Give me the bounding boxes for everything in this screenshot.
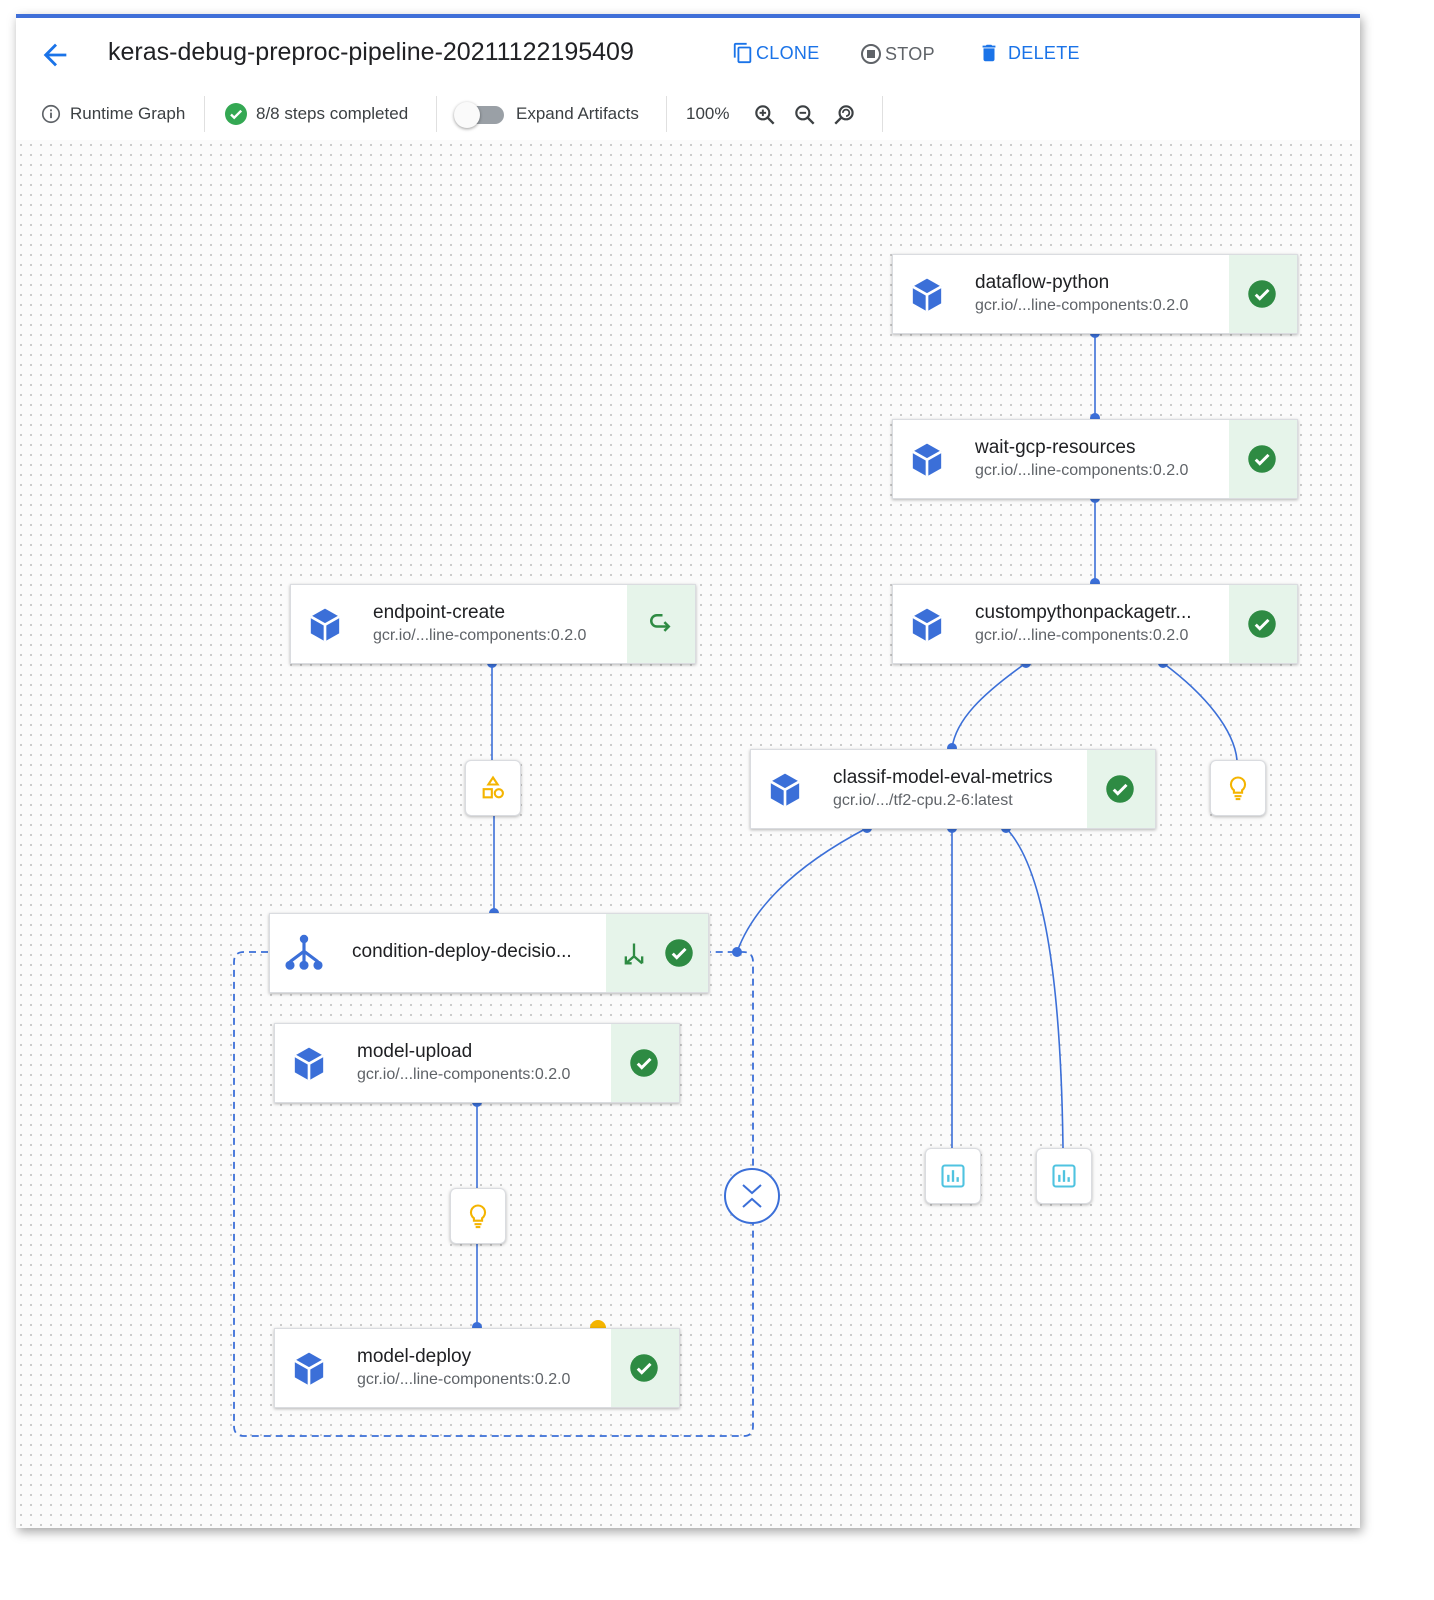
- check-circle-icon: [225, 103, 247, 125]
- zoom-reset-icon[interactable]: [832, 102, 858, 128]
- delete-button[interactable]: DELETE: [978, 42, 1080, 64]
- page-title: keras-debug-preproc-pipeline-20211122195…: [108, 38, 634, 66]
- cube-icon: [912, 278, 942, 312]
- node-status: [1229, 255, 1297, 333]
- node-name: model-deploy: [357, 1346, 472, 1367]
- node-name: endpoint-create: [373, 602, 506, 623]
- node-name: classif-model-eval-metrics: [833, 767, 1053, 788]
- lightbulb-icon: [1229, 776, 1247, 801]
- check-circle-icon: [1248, 445, 1276, 473]
- runtime-graph-tab[interactable]: Runtime Graph: [40, 88, 185, 140]
- node-dataflow-python[interactable]: dataflow-python gcr.io/...line-component…: [892, 254, 1298, 334]
- zoom-out-icon[interactable]: [792, 102, 818, 128]
- bar-chart-icon: [1052, 1164, 1076, 1188]
- cube-icon: [310, 608, 340, 642]
- toolbar-divider: [204, 96, 205, 132]
- toolbar-divider: [882, 96, 883, 132]
- pipeline-graph-canvas[interactable]: dataflow-python gcr.io/...line-component…: [16, 140, 1360, 1528]
- trash-icon: [982, 44, 996, 62]
- node-image: gcr.io/.../tf2-cpu.2-6:latest: [833, 792, 1013, 809]
- back-arrow-icon[interactable]: [38, 38, 72, 72]
- artifact-uploaded-model[interactable]: [450, 1188, 506, 1244]
- edge-classif-to-metrics-2: [1005, 827, 1064, 1149]
- node-classif-model-eval-metrics[interactable]: classif-model-eval-metrics gcr.io/.../tf…: [750, 749, 1156, 829]
- pipeline-run-window: keras-debug-preproc-pipeline-20211122195…: [16, 14, 1360, 1528]
- expand-artifacts-toggle[interactable]: [454, 102, 504, 128]
- node-status: [627, 585, 695, 663]
- node-image: gcr.io/...line-components:0.2.0: [975, 462, 1189, 479]
- steps-status-text: 8/8 steps completed: [256, 104, 409, 123]
- node-custompythonpackage[interactable]: custompythonpackagetr... gcr.io/...line-…: [892, 584, 1298, 664]
- check-circle-icon: [630, 1049, 658, 1077]
- node-condition-deploy-decision[interactable]: condition-deploy-decisio...: [269, 913, 709, 993]
- node-name: dataflow-python: [975, 272, 1110, 293]
- node-status: [1229, 420, 1297, 498]
- node-name: custompythonpackagetr...: [975, 602, 1192, 623]
- node-image: gcr.io/...line-components:0.2.0: [373, 627, 587, 644]
- header-bar: keras-debug-preproc-pipeline-20211122195…: [16, 18, 1360, 89]
- graph-toolbar: Runtime Graph 8/8 steps completed Expand…: [16, 88, 1360, 141]
- node-status: [611, 1329, 679, 1407]
- node-status: [611, 1024, 679, 1102]
- cached-arrow-icon: [650, 614, 671, 632]
- cube-icon: [294, 1352, 324, 1386]
- artifact-metrics-2[interactable]: [1036, 1148, 1092, 1204]
- copy-icon: [733, 42, 752, 64]
- edge-custom-to-classif: [951, 662, 1027, 749]
- branch-icon: [285, 934, 323, 970]
- node-name: wait-gcp-resources: [975, 437, 1136, 458]
- check-circle-icon: [1106, 775, 1134, 803]
- edge-custom-to-model-artifact: [1162, 662, 1238, 761]
- node-name: condition-deploy-decisio...: [352, 941, 572, 962]
- zoom-level: 100%: [686, 104, 730, 123]
- toolbar-divider: [666, 96, 667, 132]
- stop-circle-icon: [861, 44, 881, 64]
- node-status: [1229, 585, 1297, 663]
- stop-button[interactable]: STOP: [859, 42, 935, 66]
- condition-group-boundary: [233, 951, 754, 1437]
- cube-icon: [912, 608, 942, 642]
- cube-icon: [294, 1047, 324, 1081]
- node-image: gcr.io/...line-components:0.2.0: [975, 297, 1189, 314]
- check-circle-icon: [1248, 610, 1276, 638]
- check-circle-icon: [630, 1354, 658, 1382]
- bar-chart-icon: [941, 1164, 965, 1188]
- check-circle-icon: [1248, 280, 1276, 308]
- clone-label: CLONE: [756, 42, 820, 63]
- edge-classif-to-condition: [736, 827, 868, 953]
- node-model-deploy[interactable]: model-deploy gcr.io/...line-components:0…: [274, 1328, 680, 1408]
- graph-edges: [233, 328, 1238, 1437]
- runtime-graph-label: Runtime Graph: [70, 104, 186, 123]
- cube-icon: [912, 443, 942, 477]
- clone-button[interactable]: CLONE: [732, 42, 820, 64]
- condition-split-icon: [624, 943, 644, 965]
- node-status: [606, 914, 708, 992]
- check-circle-icon: [665, 939, 693, 967]
- expand-artifacts-label: Expand Artifacts: [516, 104, 639, 123]
- node-endpoint-create[interactable]: endpoint-create gcr.io/...line-component…: [290, 584, 696, 664]
- node-model-upload[interactable]: model-upload gcr.io/...line-components:0…: [274, 1023, 680, 1103]
- node-name: model-upload: [357, 1041, 473, 1062]
- expand-artifacts-control: Expand Artifacts: [454, 88, 639, 140]
- info-icon: [41, 104, 61, 124]
- port-dot: [732, 947, 742, 957]
- artifact-metrics-1[interactable]: [925, 1148, 981, 1204]
- lightbulb-icon: [469, 1204, 487, 1229]
- node-wait-gcp-resources[interactable]: wait-gcp-resources gcr.io/...line-compon…: [892, 419, 1298, 499]
- toolbar-divider: [436, 96, 437, 132]
- artifact-model[interactable]: [1210, 760, 1266, 816]
- node-image: gcr.io/...line-components:0.2.0: [357, 1371, 571, 1388]
- node-image: gcr.io/...line-components:0.2.0: [357, 1066, 571, 1083]
- delete-label: DELETE: [1008, 42, 1080, 63]
- collapse-group-button: [724, 1168, 780, 1224]
- shapes-icon: [482, 775, 504, 799]
- zoom-in-icon[interactable]: [752, 102, 778, 128]
- node-image: gcr.io/...line-components:0.2.0: [975, 627, 1189, 644]
- artifact-endpoint[interactable]: [465, 760, 521, 816]
- node-status: [1087, 750, 1155, 828]
- steps-status: 8/8 steps completed: [224, 88, 408, 140]
- cube-icon: [770, 773, 800, 807]
- stop-label: STOP: [885, 43, 935, 64]
